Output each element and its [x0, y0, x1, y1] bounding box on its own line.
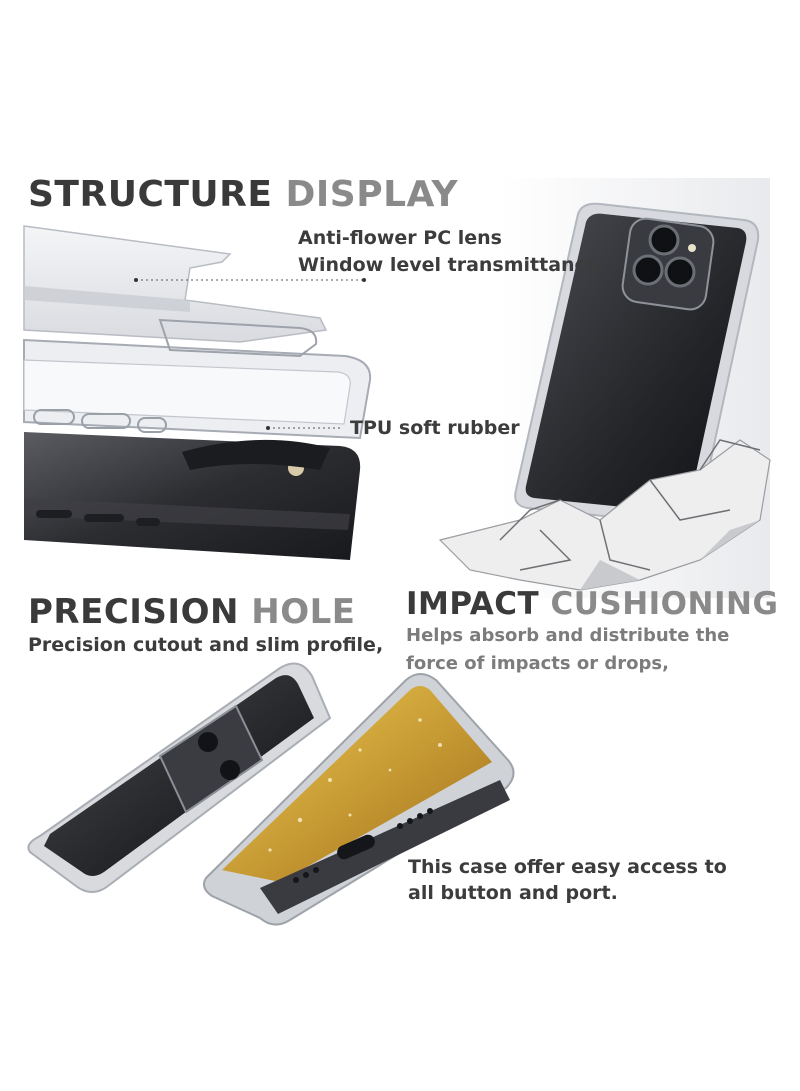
impact-cushioning-heading: IMPACT CUSHIONING — [406, 586, 778, 622]
heading-dark-part: STRUCTURE — [28, 174, 273, 215]
impact-desc-line2: force of impacts or drops, — [406, 653, 669, 674]
heading-dark-part: PRECISION — [28, 592, 239, 632]
tpu-callout: TPU soft rubber — [350, 417, 520, 439]
impact-desc-line1: Helps absorb and distribute the — [406, 625, 730, 646]
precision-hole-heading: PRECISION HOLE — [28, 592, 356, 632]
precision-phones-illustration — [27, 662, 515, 926]
heading-light-part: DISPLAY — [285, 174, 459, 215]
lens-callout-line2: Window level transmittance — [298, 254, 599, 276]
heading-light-part: CUSHIONING — [550, 586, 779, 622]
precision-subtitle: Precision cutout and slim profile, — [28, 634, 384, 656]
structure-exploded-illustration — [23, 225, 372, 560]
lens-callout-line1: Anti-flower PC lens — [298, 227, 502, 249]
impact-phone-illustration — [438, 178, 771, 598]
heading-light-part: HOLE — [251, 592, 356, 632]
access-line2: all button and port. — [408, 882, 618, 904]
heading-dark-part: IMPACT — [406, 586, 540, 622]
structure-display-heading: STRUCTURE DISPLAY — [28, 174, 458, 215]
access-line1: This case offer easy access to — [408, 856, 727, 878]
